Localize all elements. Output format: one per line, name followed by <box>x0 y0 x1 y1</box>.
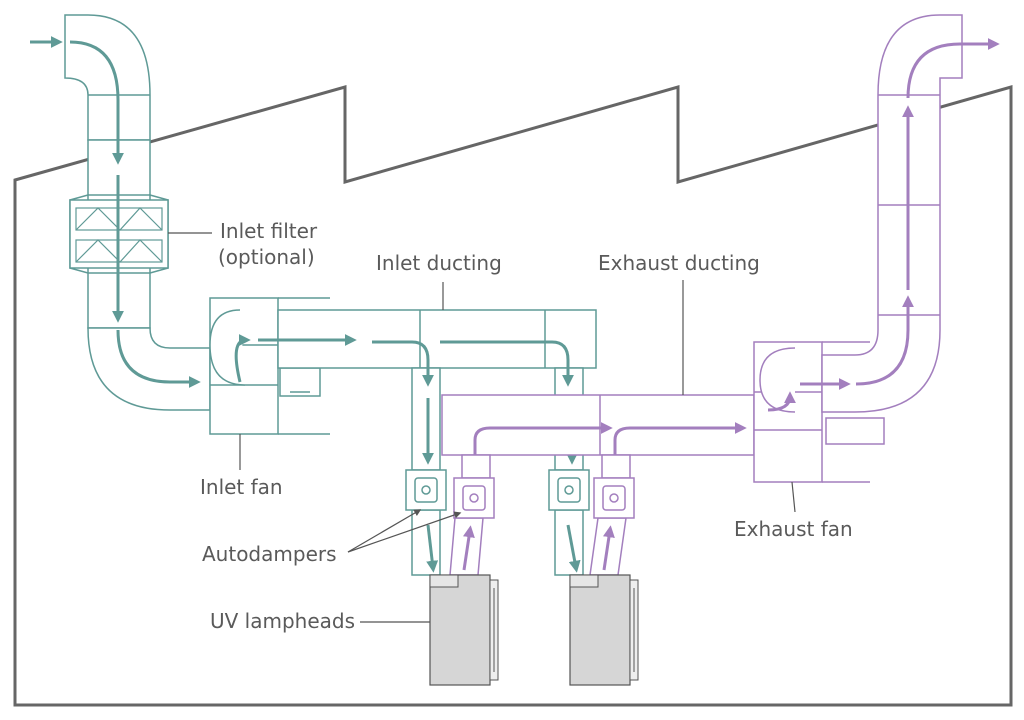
exhaust-ducting-label: Exhaust ducting <box>598 251 760 275</box>
inlet-fan <box>209 297 330 435</box>
inlet-ducting-label: Inlet ducting <box>376 251 502 275</box>
exhaust-fan-label: Exhaust fan <box>734 517 853 541</box>
exhaust-ducting-duct <box>441 394 755 576</box>
exhaust-flow-arrows <box>462 38 1000 571</box>
exhaust-duct-vertical <box>821 14 963 413</box>
uv-lampheads-label: UV lampheads <box>210 609 356 633</box>
autodamper-exhaust-1 <box>453 477 495 519</box>
uv-lamphead-1 <box>429 574 499 686</box>
inlet-duct-vertical <box>64 14 211 411</box>
autodamper-inlet-2 <box>548 469 590 511</box>
inlet-flow-arrows <box>30 36 581 573</box>
inlet-filter-note-label: (optional) <box>218 245 315 269</box>
inlet-fan-label: Inlet fan <box>200 475 283 499</box>
autodamper-exhaust-2 <box>593 477 635 519</box>
building-outline <box>13 85 1013 707</box>
autodampers-label: Autodampers <box>202 542 337 566</box>
uv-lamphead-2 <box>569 574 639 686</box>
autodamper-inlet-1 <box>405 469 447 511</box>
leader-lines <box>168 232 796 623</box>
inlet-filter-label: Inlet filter <box>220 219 318 243</box>
